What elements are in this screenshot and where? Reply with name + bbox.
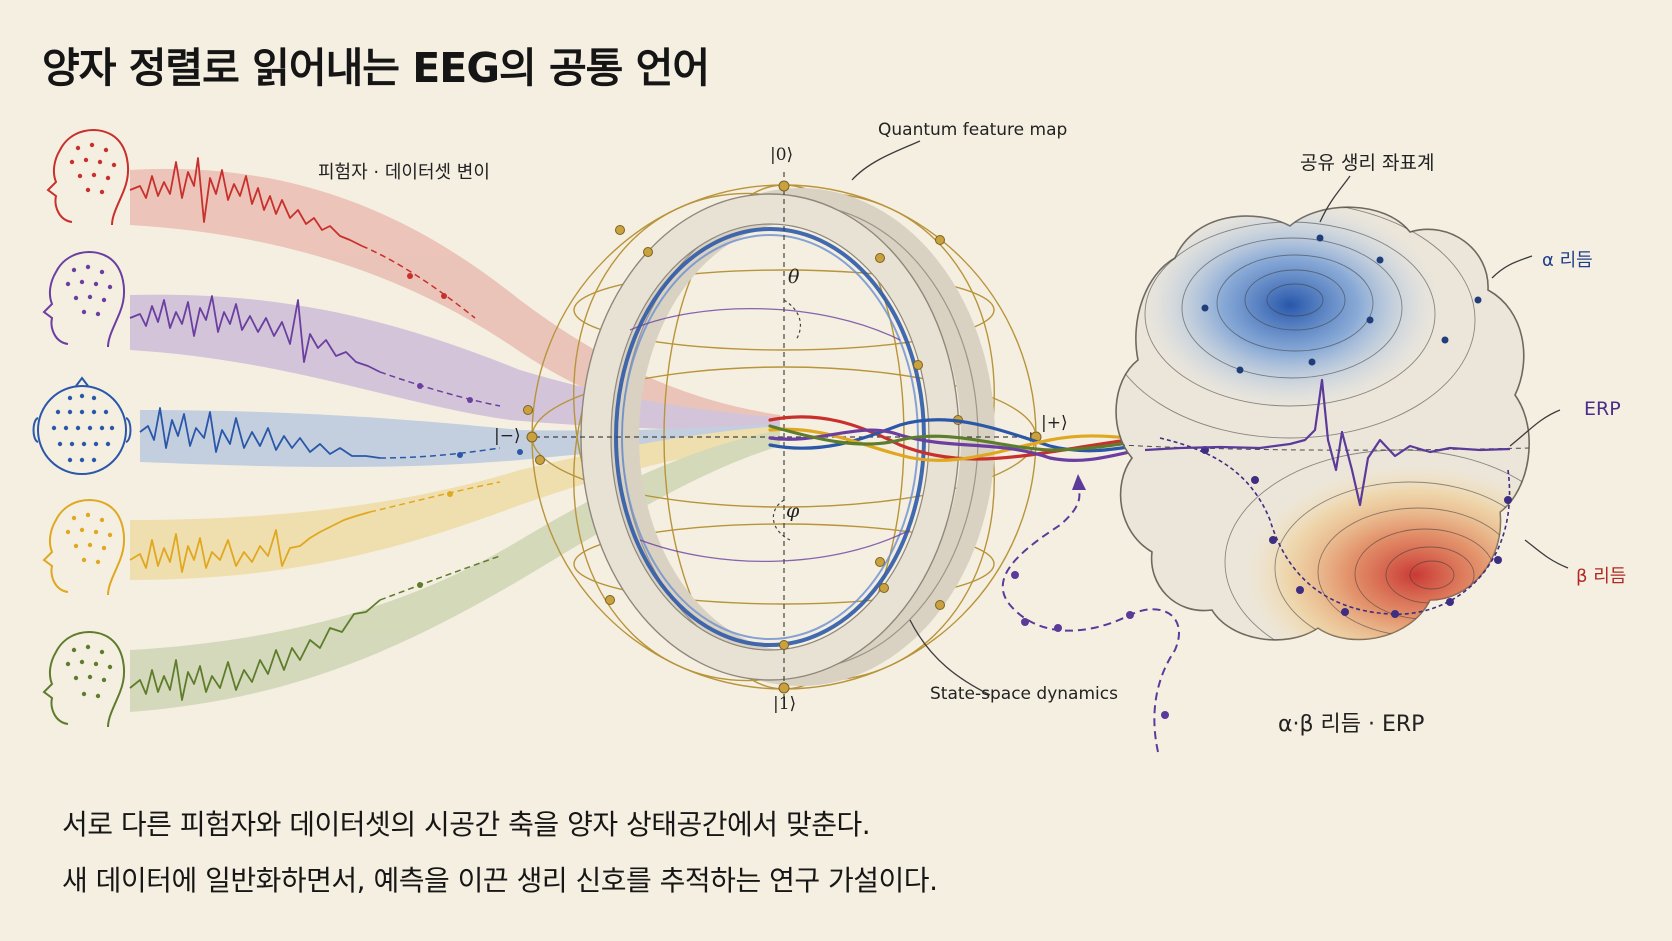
beta-rhythm-label: β 리듬	[1576, 566, 1627, 587]
ket-zero-label: |0⟩	[770, 145, 794, 165]
dashed-yellow	[369, 481, 501, 513]
bottom-rhythm-label: α·β 리듬 · ERP	[1278, 712, 1425, 737]
subject-4-electrodes	[65, 512, 113, 565]
phi-label: φ	[786, 500, 800, 522]
brain-coordinate-map	[1115, 206, 1530, 641]
beta-activation	[1245, 465, 1530, 640]
theta-label: θ	[788, 266, 800, 288]
feature-map-label: Quantum feature map	[878, 120, 1068, 140]
alpha-rhythm-label: α 리듬	[1542, 250, 1593, 271]
subject-2-head-icon	[42, 251, 125, 348]
caption-line-2: 새 데이터에 일반화하면서, 예측을 이끈 생리 신호를 추적하는 연구 가설이…	[62, 864, 938, 897]
caption-line-1: 서로 다른 피험자와 데이터셋의 시공간 축을 양자 상태공간에서 맞춘다.	[62, 808, 871, 841]
page-title: 양자 정렬로 읽어내는 EEG의 공통 언어	[42, 44, 710, 92]
leader-lines	[851, 140, 1569, 696]
ribbon-blue	[140, 410, 780, 467]
braided-bundle	[768, 415, 1162, 462]
dashed-blue	[379, 447, 501, 459]
waveform-purple	[129, 295, 381, 373]
subject-3-head-icon	[32, 376, 132, 475]
waveform-blue	[139, 407, 381, 459]
variation-label: 피험자 · 데이터셋 변이	[318, 162, 490, 183]
quantum-sphere	[523, 172, 1042, 700]
erp-waveform	[1144, 378, 1511, 507]
state-space-label: State-space dynamics	[930, 684, 1118, 704]
subject-1-head-icon	[46, 129, 129, 226]
ket-minus-label: |−⟩	[494, 426, 521, 446]
waveform-green	[129, 599, 381, 701]
erp-label: ERP	[1584, 398, 1621, 420]
subject-2-electrodes	[65, 264, 113, 317]
dashed-trajectories	[361, 245, 501, 601]
eeg-waveforms	[129, 157, 381, 701]
subject-5-electrodes	[65, 644, 113, 699]
dashed-purple	[379, 371, 501, 407]
alpha-activation	[1140, 207, 1440, 410]
waveform-yellow	[129, 511, 371, 573]
brain-trajectory	[1159, 234, 1512, 618]
dashed-green	[379, 555, 501, 601]
state-space-path	[1001, 474, 1180, 753]
trajectory-dots	[407, 273, 523, 588]
ket-plus-label: |+⟩	[1041, 413, 1068, 433]
subject-4-head-icon	[42, 499, 125, 596]
subject-3-electrodes	[51, 393, 115, 463]
waveform-red	[129, 157, 363, 247]
subject-1-electrodes	[69, 142, 117, 195]
subject-5-head-icon	[42, 631, 125, 728]
ket-one-label: |1⟩	[773, 694, 797, 714]
shared-coords-label: 공유 생리 좌표계	[1300, 152, 1435, 174]
dashed-red	[361, 245, 476, 319]
